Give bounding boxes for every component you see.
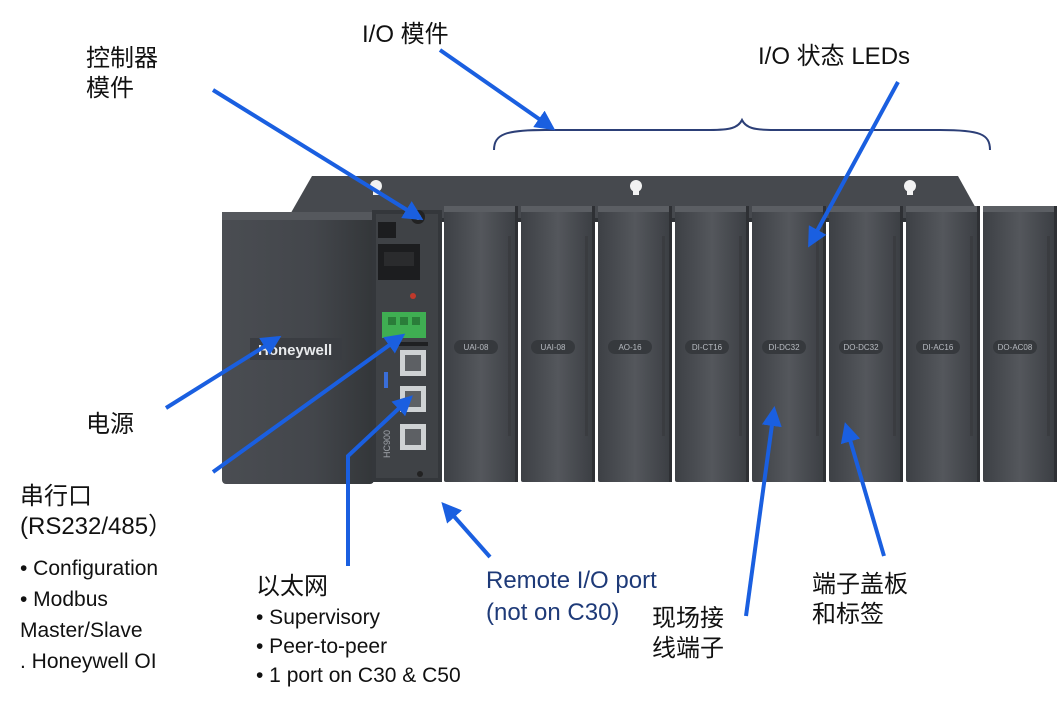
io-module-group: UAI-08 UAI-08 AO-16 DI-CT16 DI-DC32 DO-DC32 DI… <box>444 206 1057 482</box>
io-module-name: DI-CT16 <box>692 343 723 352</box>
io-status-led-strip <box>662 236 665 436</box>
io-module-edge <box>900 206 903 482</box>
ethernet-bullet: • Peer-to-peer <box>256 635 388 658</box>
io-status-led-strip <box>893 236 896 436</box>
arrow-terminal-cover <box>840 422 886 557</box>
io-module-label-plate <box>685 340 729 354</box>
serial-bullet: Master/Slave <box>20 619 143 642</box>
io-module: DO-AC08 <box>983 206 1057 482</box>
label-power: 电源 <box>86 411 134 438</box>
io-module-brace <box>493 117 991 151</box>
io-module-label-plate <box>762 340 806 354</box>
io-module-label-plate <box>839 340 883 354</box>
io-module-name: UAI-08 <box>541 343 566 352</box>
io-module: DI-AC16 <box>906 206 980 482</box>
mount-hole-icon <box>630 180 642 195</box>
label-field-terminal-line1: 现场接 <box>652 605 724 632</box>
label-remote-io: Remote I/O port (not on C30) <box>486 565 657 629</box>
arrow-power <box>164 335 282 410</box>
ethernet-bullet: • 1 port on C30 & C50 <box>256 664 461 687</box>
label-field-terminal-line2: 线端子 <box>652 635 724 662</box>
io-module-edge <box>592 206 595 482</box>
io-module-name: DO-AC08 <box>998 343 1033 352</box>
power-supply-module: Honeywell <box>222 212 374 484</box>
io-module: DI-DC32 <box>752 206 826 482</box>
label-ethernet-title: 以太网 <box>256 573 328 600</box>
io-module-cap <box>829 206 903 212</box>
arrow-remote-io <box>441 502 492 559</box>
io-module: UAI-08 <box>521 206 595 482</box>
io-module-name: DI-AC16 <box>923 343 954 352</box>
arrow-io-module <box>438 48 556 131</box>
mount-hole-icon <box>904 180 916 195</box>
controller-module: HC900 <box>372 210 442 482</box>
label-controller-line2: 模件 <box>86 75 134 102</box>
serial-bullet: . Honeywell OI <box>20 650 157 673</box>
arrow-field-terminal <box>744 406 782 617</box>
io-module-name: DO-DC32 <box>843 343 879 352</box>
io-status-led-strip <box>739 236 742 436</box>
callout-arrows <box>164 48 900 617</box>
io-status-led-strip <box>816 236 819 436</box>
ethernet-port-e2 <box>400 386 426 412</box>
label-terminal-cover: 端子盖板 和标签 <box>812 570 908 630</box>
io-module-label-plate <box>454 340 498 354</box>
io-status-led-strip <box>1047 236 1050 436</box>
ethernet-bullet-list: • Supervisory • Peer-to-peer • 1 port on… <box>256 603 461 690</box>
io-status-led-strip <box>508 236 511 436</box>
label-controller-line1: 控制器 <box>86 45 158 72</box>
io-module-label-plate <box>916 340 960 354</box>
io-module-cap <box>444 206 518 212</box>
label-io-leds: I/O 状态 LEDs <box>758 43 911 70</box>
remote-io-port <box>400 424 426 450</box>
io-module-label-plate <box>531 340 575 354</box>
label-field-terminal: 现场接 线端子 <box>652 604 724 664</box>
io-module: DI-CT16 <box>675 206 749 482</box>
arrow-ethernet <box>346 395 413 566</box>
io-module-name: UAI-08 <box>464 343 489 352</box>
io-module-label-plate <box>993 340 1037 354</box>
label-io-module: I/O 模件 <box>362 21 449 48</box>
serial-bullet-list: • Configuration • Modbus Master/Slave . … <box>20 553 158 677</box>
io-module-cap <box>983 206 1057 212</box>
label-remote-io-line2: (not on C30) <box>486 599 620 626</box>
io-module-cap <box>521 206 595 212</box>
io-module-edge <box>977 206 980 482</box>
io-module-edge <box>669 206 672 482</box>
serial-bullet: • Configuration <box>20 557 159 580</box>
ethernet-port-e1 <box>400 350 426 376</box>
serial-port-terminal <box>382 312 426 338</box>
io-status-led-strip <box>585 236 588 436</box>
serial-bullet: • Modbus <box>20 588 108 611</box>
io-module-cap <box>675 206 749 212</box>
arrow-io-leds <box>808 81 900 248</box>
label-controller: 控制器 模件 <box>86 44 158 104</box>
io-module-cap <box>752 206 826 212</box>
label-serial: 串行口 (RS232/485） <box>20 482 172 542</box>
io-module-name: AO-16 <box>618 343 642 352</box>
io-module: UAI-08 <box>444 206 518 482</box>
io-module-edge <box>823 206 826 482</box>
io-module-edge <box>746 206 749 482</box>
ethernet-bullet: • Supervisory <box>256 606 381 629</box>
arrow-serial <box>211 333 406 474</box>
io-status-led-strip <box>970 236 973 436</box>
arrow-controller <box>211 88 424 221</box>
label-serial-title: 串行口 <box>20 483 92 510</box>
label-terminal-cover-line2: 和标签 <box>812 601 884 628</box>
label-remote-io-line1: Remote I/O port <box>486 567 657 594</box>
label-terminal-cover-line1: 端子盖板 <box>812 571 908 598</box>
io-module-label-plate <box>608 340 652 354</box>
label-serial-spec: (RS232/485） <box>20 513 173 540</box>
io-module: DO-DC32 <box>829 206 903 482</box>
io-module: AO-16 <box>598 206 672 482</box>
io-module-edge <box>1054 206 1057 482</box>
io-module-edge <box>515 206 518 482</box>
controller-model-label: HC900 <box>382 430 392 458</box>
io-module-cap <box>598 206 672 212</box>
io-module-cap <box>906 206 980 212</box>
io-module-name: DI-DC32 <box>768 343 800 352</box>
